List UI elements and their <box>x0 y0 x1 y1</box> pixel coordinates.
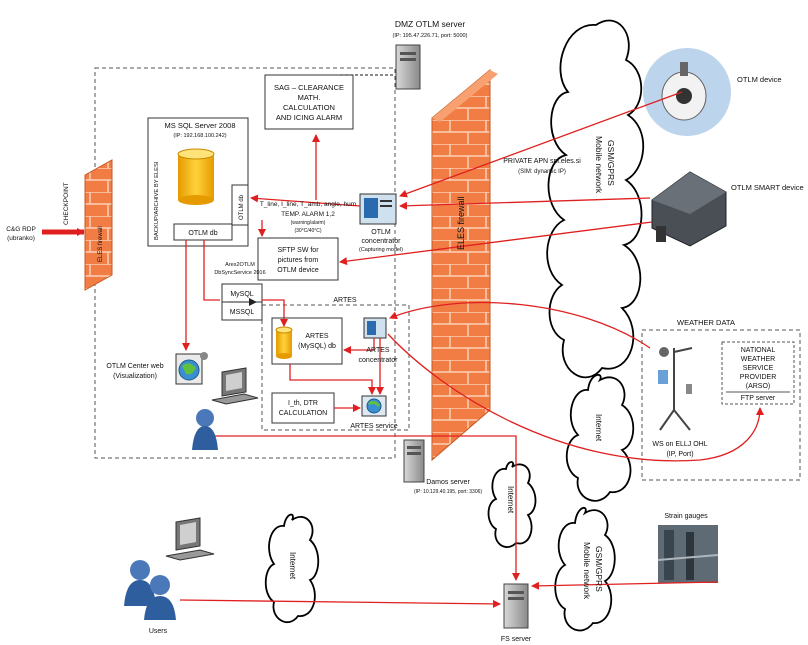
strain-gauges-label: Strain gauges <box>664 513 708 520</box>
otlm-smart-label: OTLM SMART device <box>731 183 804 192</box>
cg-rdp-line-1: C&G RDP <box>6 226 36 233</box>
artes-db-line-2: (MySQL) db <box>298 343 336 350</box>
apn-line-1: PRIVATE APN spi.eles.si <box>503 158 581 165</box>
internet-mid-label: Internet <box>506 486 515 514</box>
otlm-web-line-2: (Visualization) <box>113 373 157 380</box>
backup-label: BACKUP/ARCHIVE BY ELESI <box>154 161 160 240</box>
sag-line-4: AND ICING ALARM <box>276 113 342 122</box>
concentrator-line-1: OTLM <box>371 229 391 236</box>
dtr-box <box>271 392 335 424</box>
sftp-line-2: pictures from <box>278 257 319 264</box>
dmz-server-icon <box>395 44 421 90</box>
sag-line-2: MATH. <box>298 93 321 102</box>
gsm-top-line-1: GSM/GPRS <box>606 140 616 186</box>
nws-line-2: WEATHER <box>741 356 775 363</box>
params-label: T_line, I_line, T_amb, angle, hum <box>260 201 356 208</box>
cg-rdp-line-2: (ubranko) <box>7 235 35 242</box>
dmz-ip: (IP: 195.47.226.71, port: 5000) <box>393 33 468 39</box>
damos-title: Damos server <box>426 479 470 486</box>
otlm-center-web-icon <box>175 352 208 385</box>
otlm-db-vert-box <box>231 184 249 226</box>
artes-label: ARTES <box>333 297 357 304</box>
gsm-top-cloud <box>546 19 645 379</box>
fs-server-label: FS server <box>501 636 532 643</box>
internet-bottom-cloud <box>264 513 320 623</box>
gsm-bottom-line-1: GSM/GPRS <box>594 546 604 592</box>
internet-mid-cloud <box>487 461 537 548</box>
eles-firewall-big-label: ELES firewall <box>456 196 466 250</box>
user-icon <box>192 409 218 450</box>
sftp-line-1: SFTP SW for <box>277 247 319 254</box>
otlm-device-icon <box>643 48 731 136</box>
eles-firewall-small-label: ELES firewall <box>98 226 104 262</box>
sag-line-3: CALCULATION <box>283 103 335 112</box>
ares2otlm-line-2: DbSyncService 2016 <box>214 270 265 276</box>
nws-boundary <box>721 341 795 405</box>
ws-line-2: (IP, Port) <box>666 451 693 458</box>
artes-conc-line-2: concentrator <box>359 357 399 364</box>
eles-firewall-small <box>84 159 113 291</box>
users-label: Users <box>149 628 168 635</box>
workstation-icon <box>211 367 259 405</box>
internet-bottom-label: Internet <box>288 552 297 580</box>
artes-db-cylinder <box>275 326 293 359</box>
damos-ip: (IP: 10.129.40.195, port: 3306) <box>414 489 482 495</box>
weather-station-icon <box>658 347 693 431</box>
gsm-bottom-cloud <box>554 507 616 632</box>
sag-calc-box <box>264 74 354 130</box>
internet-right-label: Internet <box>594 414 603 442</box>
warning-alarm-label: (warning/alarm) <box>291 220 326 226</box>
artes-db-line-1: ARTES <box>305 333 329 340</box>
sag-line-1: SAG – CLEARANCE <box>274 83 344 92</box>
artes-service-icon <box>361 395 387 417</box>
thresholds-label: (30°C/40°C) <box>294 228 321 234</box>
artes-concentrator-icon <box>363 317 387 339</box>
concentrator-line-3: (Capturing model) <box>359 247 403 253</box>
mssql-label: MSSQL <box>230 309 255 316</box>
damos-server-icon <box>403 439 425 483</box>
checkpoint-label: CHECKPOINT <box>63 182 70 225</box>
ws-line-1: WS on ELLJ OHL <box>652 441 707 448</box>
sftp-line-3: OTLM device <box>277 267 319 274</box>
eles-firewall-main <box>431 68 498 462</box>
gsm-bottom-line-2: Mobile network <box>582 542 592 600</box>
otlm-web-line-1: OTLM Center web <box>106 363 163 370</box>
dtr-line-1: I_th, DTR <box>288 400 318 407</box>
ftp-server-label: FTP server <box>741 395 776 402</box>
nws-line-4: PROVIDER <box>740 374 777 381</box>
connections <box>42 74 764 608</box>
temp-alarm-label: TEMP. ALARM 1,2 <box>281 211 335 218</box>
artes-conc-line-1: ARTES <box>366 347 390 354</box>
otlm-db-label: OTLM db <box>188 230 217 237</box>
strain-gauges-photo <box>657 525 719 583</box>
gsm-top-line-2: Mobile network <box>594 136 604 194</box>
apn-line-2: (SIM: dynamic IP) <box>518 169 566 175</box>
ares2otlm-line-1: Ares2OTLM <box>225 262 255 268</box>
sftp-box <box>257 237 339 281</box>
nws-line-5: (ARSO) <box>746 383 771 390</box>
mssql-title: MS SQL Server 2008 <box>164 121 235 130</box>
nws-line-1: NATIONAL <box>741 347 776 354</box>
mssql-db-cylinder <box>177 148 215 205</box>
weather-data-title: WEATHER DATA <box>677 318 735 327</box>
mysql-label: MySQL <box>230 291 253 298</box>
otlm-concentrator-icon <box>359 193 397 225</box>
artes-service-label: ARTES service <box>350 423 397 430</box>
otlm-db-box <box>173 223 233 241</box>
fs-server-icon <box>503 583 529 629</box>
otlm-device-label: OTLM device <box>737 75 782 84</box>
users-group-icon <box>124 560 176 620</box>
users-workstation-icon <box>165 517 215 561</box>
concentrator-line-2: concentrator <box>362 238 402 245</box>
otlm-smart-device-icon <box>651 171 727 247</box>
nws-line-3: SERVICE <box>743 365 774 372</box>
internet-right-cloud <box>565 374 635 502</box>
dtr-line-2: CALCULATION <box>279 410 328 417</box>
otlm-db-vert-label: OTLM db <box>239 194 245 220</box>
weather-data-boundary <box>641 329 801 481</box>
artes-boundary <box>261 304 410 431</box>
dmz-title: DMZ OTLM server <box>395 19 466 29</box>
mssql-ip: (IP: 192.168.100.242) <box>173 133 226 139</box>
